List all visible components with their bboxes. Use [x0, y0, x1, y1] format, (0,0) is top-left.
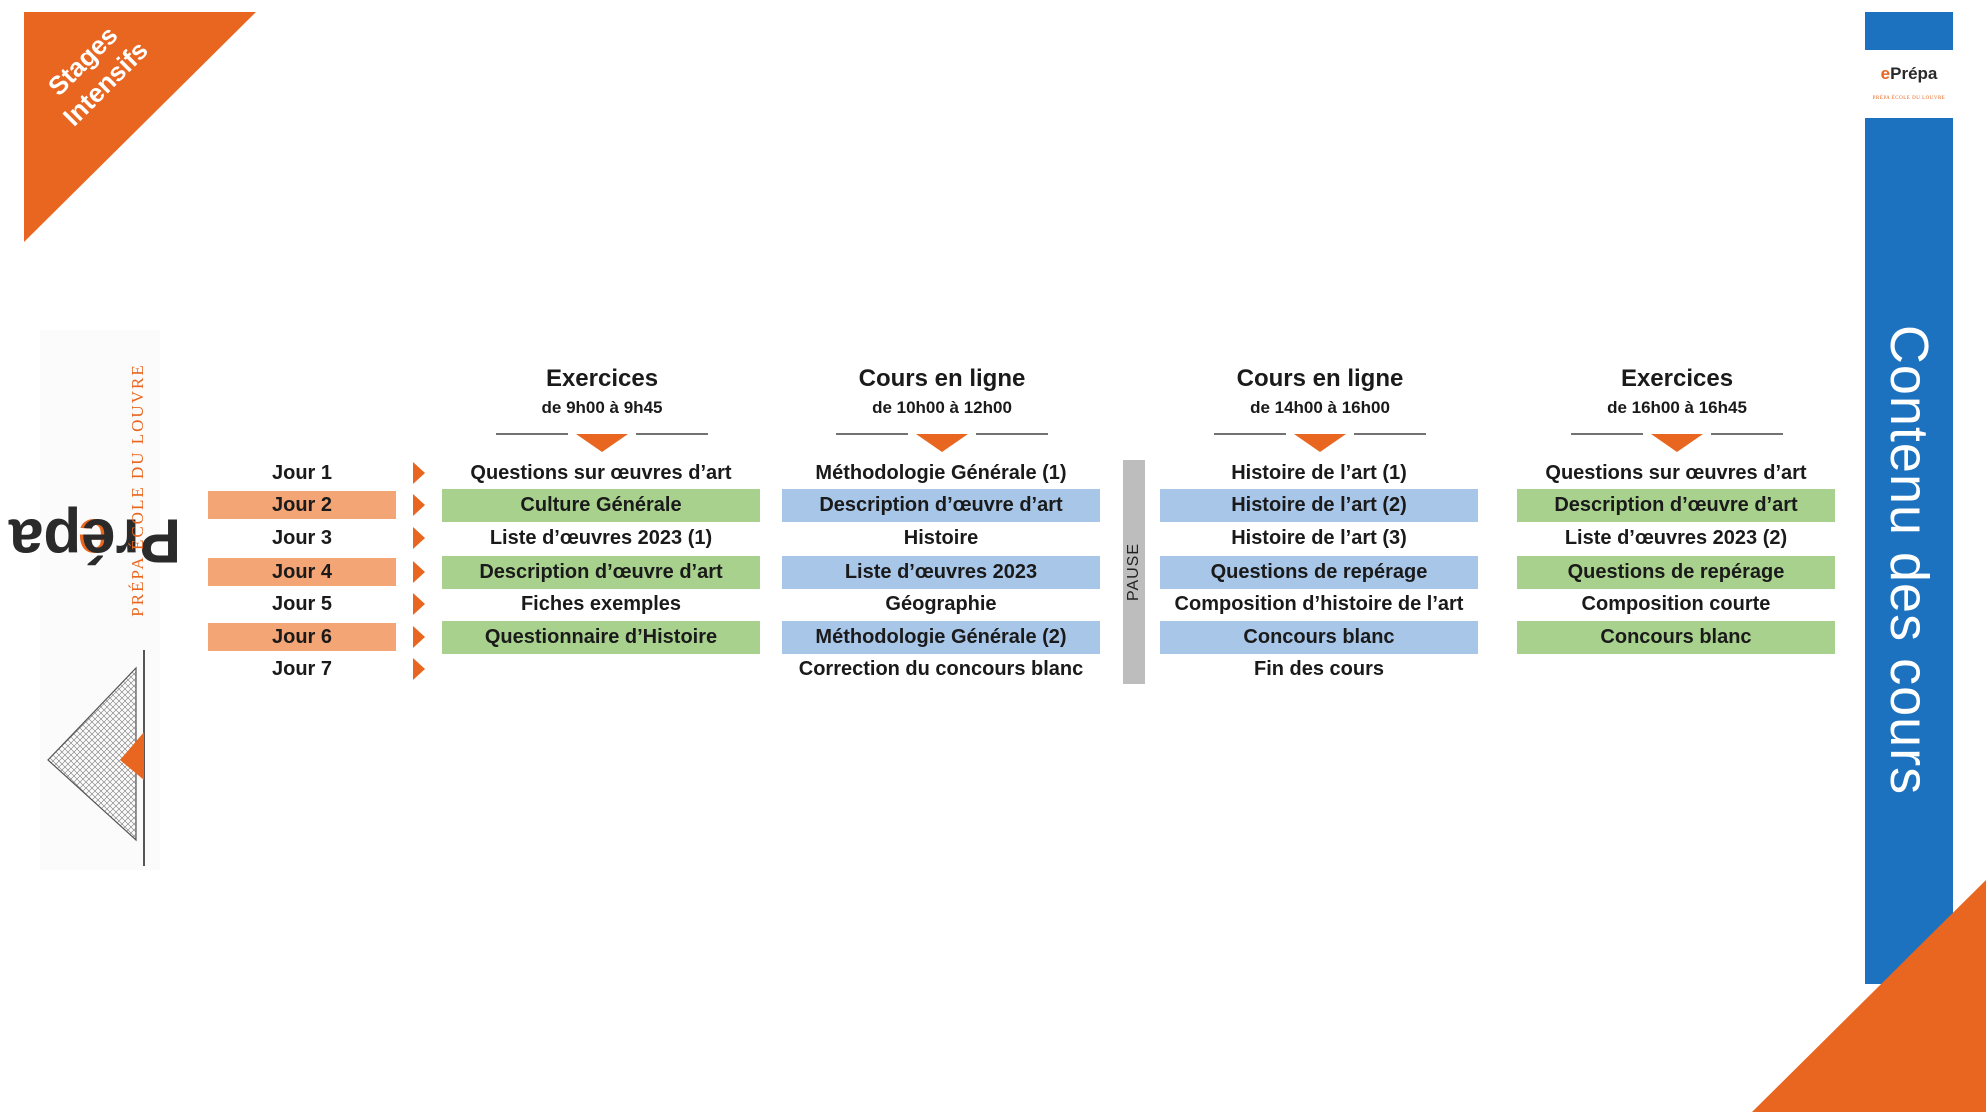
day-label: Jour 1 [271, 462, 333, 484]
course-cell: Géographie [885, 593, 997, 615]
right-logo [1865, 50, 1953, 118]
course-cell: Concours blanc [1160, 621, 1478, 654]
course-cell: Liste d’œuvres 2023 (2) [1564, 527, 1788, 549]
course-cell: Questionnaire d’Histoire [442, 621, 760, 654]
chevron-down-icon [1214, 433, 1426, 452]
right-title-bar [1865, 12, 1953, 984]
arrow-right-icon [413, 561, 425, 583]
course-cell: Histoire de l’art (1) [1231, 462, 1407, 484]
right-logo-name: ePrépa [1865, 64, 1953, 84]
day-label: Jour 4 [208, 558, 396, 586]
arrow-right-icon [413, 494, 425, 516]
course-cell: Questions sur œuvres d’art [1545, 462, 1807, 484]
column-header: Cours en ligne de 10h00 à 12h00 [782, 364, 1102, 419]
arrow-right-icon [413, 527, 425, 549]
column-time: de 16h00 à 16h45 [1607, 398, 1747, 417]
course-cell [442, 653, 760, 686]
pause-label: PAUSE [1125, 542, 1142, 602]
side-title-text: Contenu des cours [1879, 324, 1939, 796]
course-cell: Description d’œuvre d’art [782, 489, 1100, 522]
right-logo-e: e [1880, 64, 1891, 83]
column-header: Exercices de 16h00 à 16h45 [1517, 364, 1837, 419]
course-cell: Description d’œuvre d’art [1517, 489, 1835, 522]
day-label: Jour 6 [208, 623, 396, 651]
arrow-right-icon [413, 462, 425, 484]
course-cell: Liste d’œuvres 2023 (1) [489, 527, 713, 549]
column-title: Cours en ligne [1236, 365, 1404, 392]
left-logo-tagline: PRÉPA ÉCOLE DU LOUVRE [118, 340, 158, 640]
louvre-pyramid-icon [47, 650, 145, 866]
day-label: Jour 7 [271, 658, 333, 680]
course-cell [1517, 653, 1835, 686]
bottom-right-corner-triangle [1752, 880, 1986, 1112]
course-cell: Liste d’œuvres 2023 [782, 556, 1100, 589]
course-cell: Concours blanc [1517, 621, 1835, 654]
column-time: de 14h00 à 16h00 [1250, 398, 1390, 417]
day-label: Jour 3 [271, 527, 333, 549]
course-cell: Histoire de l’art (2) [1160, 489, 1478, 522]
course-cell: Correction du concours blanc [798, 658, 1084, 680]
course-cell: Questions de repérage [1160, 556, 1478, 589]
course-cell: Histoire de l’art (3) [1231, 527, 1407, 549]
column-header: Cours en ligne de 14h00 à 16h00 [1160, 364, 1480, 419]
course-cell: Histoire [903, 527, 979, 549]
course-cell: Questions de repérage [1517, 556, 1835, 589]
arrow-right-icon [413, 593, 425, 615]
chevron-down-icon [1571, 433, 1783, 452]
day-label: Jour 5 [271, 593, 333, 615]
column-title: Cours en ligne [858, 365, 1026, 392]
column-time: de 10h00 à 12h00 [872, 398, 1012, 417]
course-cell: Culture Générale [442, 489, 760, 522]
column-header: Exercices de 9h00 à 9h45 [442, 364, 762, 419]
column-title: Exercices [545, 365, 659, 392]
right-logo-tagline: PRÉPA ÉCOLE DU LOUVRE [1872, 96, 1946, 101]
side-title: Contenu des cours [1865, 325, 1953, 795]
course-cell: Fiches exemples [520, 593, 682, 615]
chevron-down-icon [836, 433, 1048, 452]
pause-separator: PAUSE [1123, 460, 1145, 684]
course-cell: Description d’œuvre d’art [442, 556, 760, 589]
course-cell: Composition courte [1581, 593, 1771, 615]
column-time: de 9h00 à 9h45 [541, 398, 663, 417]
stages-intensifs-banner [24, 12, 256, 242]
left-logo-tagline-text: PRÉPA ÉCOLE DU LOUVRE [128, 363, 147, 617]
column-title: Exercices [1620, 365, 1734, 392]
day-label: Jour 2 [208, 491, 396, 519]
course-cell: Méthodologie Générale (1) [815, 462, 1067, 484]
course-cell: Questions sur œuvres d’art [470, 462, 732, 484]
right-logo-rest: Prépa [1890, 64, 1938, 83]
arrow-right-icon [413, 626, 425, 648]
arrow-right-icon [413, 658, 425, 680]
chevron-down-icon [496, 433, 708, 452]
course-cell: Méthodologie Générale (2) [782, 621, 1100, 654]
course-cell: Composition d’histoire de l’art [1174, 593, 1464, 615]
course-cell: Fin des cours [1253, 658, 1385, 680]
